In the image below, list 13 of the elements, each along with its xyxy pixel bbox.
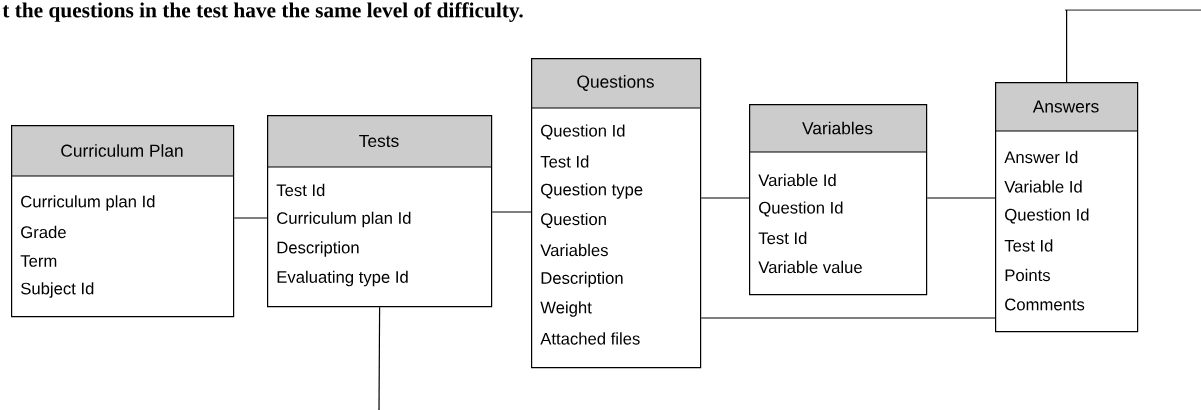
connector-line (700, 317, 996, 319)
connector-line (378, 306, 381, 410)
caption-text: t the questions in the test have the same level of difficulty. (2, 2, 523, 22)
connector-line (491, 211, 532, 213)
entity-table: Curriculum Plan Curriculum plan Id Grade Term Subject Id (10, 125, 235, 318)
entity-table: Questions Question Id Test Id Question type Question Variables Description Weight Attached files (530, 58, 702, 369)
entity-table: Variables Variable Id Question Id Test Id Variable value (748, 104, 928, 296)
entity-table: Tests Test Id Curriculum plan Id Description Evaluating type Id (266, 115, 493, 308)
connector-line (233, 217, 268, 219)
connector-line (926, 197, 996, 199)
connector-line (700, 197, 750, 199)
entity-table: Answers Answer Id Variable Id Question Id Test Id Points Comments (994, 82, 1139, 333)
connector-line (1064, 9, 1201, 83)
